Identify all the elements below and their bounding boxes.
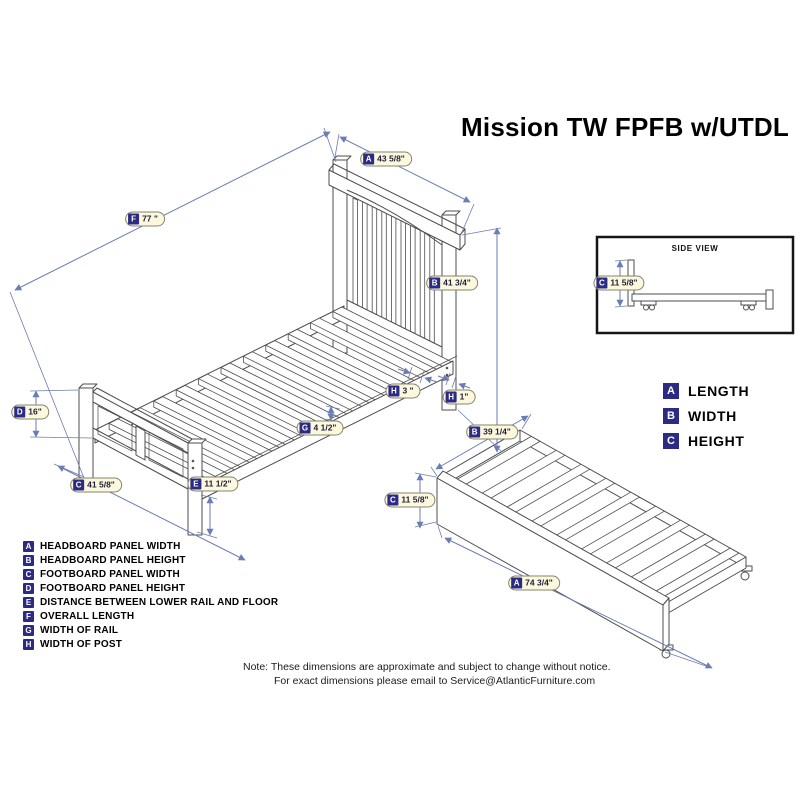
dim-value: 3 " <box>402 385 414 396</box>
legend-letter-badge: D <box>23 583 34 594</box>
legend-label: WIDTH <box>688 408 737 424</box>
dim-pill-rail-width: G 4 1/2" <box>296 420 344 436</box>
dim-letter-badge: H <box>445 391 457 403</box>
dim-value: 16" <box>28 406 42 417</box>
dim-letter-badge: G <box>299 422 311 434</box>
dim-value: 77 " <box>142 213 158 224</box>
legend-letter-badge: E <box>23 597 34 608</box>
dim-pill-trundle-height: C 11 5/8" <box>384 492 436 508</box>
dim-letter-badge: A <box>363 153 375 165</box>
legend-label: HEIGHT <box>688 433 745 449</box>
dim-legend-row: B HEADBOARD PANEL HEIGHT <box>23 555 278 566</box>
trundle-drawing <box>436 429 753 659</box>
dim-value: 4 1/2" <box>313 422 337 433</box>
legend-letter-badge: B <box>663 408 679 424</box>
dim-legend-row: G WIDTH OF RAIL <box>23 625 278 636</box>
dim-legend-row: E DISTANCE BETWEEN LOWER RAIL AND FLOOR <box>23 597 278 608</box>
dim-letter-badge: B <box>469 426 481 438</box>
dim-pill-trundle-length: A 74 3/4" <box>508 575 560 591</box>
disclaimer-note: Note: These dimensions are approximate a… <box>243 660 611 688</box>
dim-value: 41 5/8" <box>87 479 115 490</box>
dim-value: 11 5/8" <box>610 277 638 288</box>
legend-label: HEADBOARD PANEL HEIGHT <box>40 555 186 566</box>
legend-letter-badge: C <box>23 569 34 580</box>
dim-pill-footboard-width: C 41 5/8" <box>70 477 122 493</box>
dim-pill-headboard-height: B 41 3/4" <box>426 275 478 291</box>
dim-pill-trundle-width: B 39 1/4" <box>466 424 518 440</box>
dim-pill-sideview-height: C 11 5/8" <box>593 275 645 291</box>
dim-value: 39 1/4" <box>483 426 511 437</box>
size-legend-row: A LENGTH <box>663 383 749 399</box>
dim-value: 1" <box>459 391 469 402</box>
dim-value: 74 3/4" <box>525 577 553 588</box>
size-legend-row: B WIDTH <box>663 408 749 424</box>
dim-letter-badge: F <box>128 213 140 225</box>
dim-legend-row: D FOOTBOARD PANEL HEIGHT <box>23 583 278 594</box>
side-view-title: SIDE VIEW <box>671 244 719 253</box>
dim-pill-rail-to-floor: E 11 1/2" <box>187 476 239 492</box>
note-line-1: Note: These dimensions are approximate a… <box>243 661 611 673</box>
legend-label: LENGTH <box>688 383 750 399</box>
legend-label: FOOTBOARD PANEL WIDTH <box>40 569 180 580</box>
legend-label: WIDTH OF RAIL <box>40 625 119 636</box>
legend-label: FOOTBOARD PANEL HEIGHT <box>40 583 186 594</box>
dim-pill-post-width-1: H 1" <box>442 389 476 405</box>
size-legend-row: C HEIGHT <box>663 433 749 449</box>
dim-legend-row: A HEADBOARD PANEL WIDTH <box>23 541 278 552</box>
dim-letter-badge: C <box>73 479 85 491</box>
legend-letter-badge: A <box>663 383 679 399</box>
legend-label: OVERALL LENGTH <box>40 611 135 622</box>
dim-value: 11 1/2" <box>204 478 232 489</box>
dim-value: 41 3/4" <box>443 277 471 288</box>
legend-letter-badge: B <box>23 555 34 566</box>
dim-letter-badge: C <box>596 277 608 289</box>
note-line-2: For exact dimensions please email to Ser… <box>274 675 596 687</box>
legend-letter-badge: A <box>23 541 34 552</box>
dim-pill-footboard-height: D 16" <box>11 404 49 420</box>
dim-legend-row: H WIDTH OF POST <box>23 639 278 650</box>
page-title: Mission TW FPFB w/UTDL <box>461 112 789 142</box>
dim-value: 43 5/8" <box>377 153 405 164</box>
legend-letter-badge: H <box>23 639 34 650</box>
legend-letter-badge: C <box>663 433 679 449</box>
legend-letter-badge: G <box>23 625 34 636</box>
dim-letter-badge: A <box>511 577 523 589</box>
dim-legend-row: F OVERALL LENGTH <box>23 611 278 622</box>
size-legend: A LENGTH B WIDTH C HEIGHT <box>663 383 749 449</box>
dim-letter-badge: H <box>388 385 400 397</box>
legend-letter-badge: F <box>23 611 34 622</box>
dim-pill-headboard-width: A 43 5/8" <box>360 151 412 167</box>
legend-label: HEADBOARD PANEL WIDTH <box>40 541 181 552</box>
dim-legend: A HEADBOARD PANEL WIDTH B HEADBOARD PANE… <box>23 541 278 650</box>
dim-letter-badge: C <box>387 494 399 506</box>
dim-letter-badge: B <box>429 277 441 289</box>
dim-letter-badge: D <box>14 406 26 418</box>
legend-label: WIDTH OF POST <box>40 639 123 650</box>
legend-label: DISTANCE BETWEEN LOWER RAIL AND FLOOR <box>40 597 279 608</box>
dim-legend-row: C FOOTBOARD PANEL WIDTH <box>23 569 278 580</box>
dim-pill-overall-length: F 77 " <box>125 211 165 227</box>
dim-letter-badge: E <box>190 478 202 490</box>
dim-value: 11 5/8" <box>401 494 429 505</box>
dim-pill-post-width-3: H 3 " <box>385 383 421 399</box>
